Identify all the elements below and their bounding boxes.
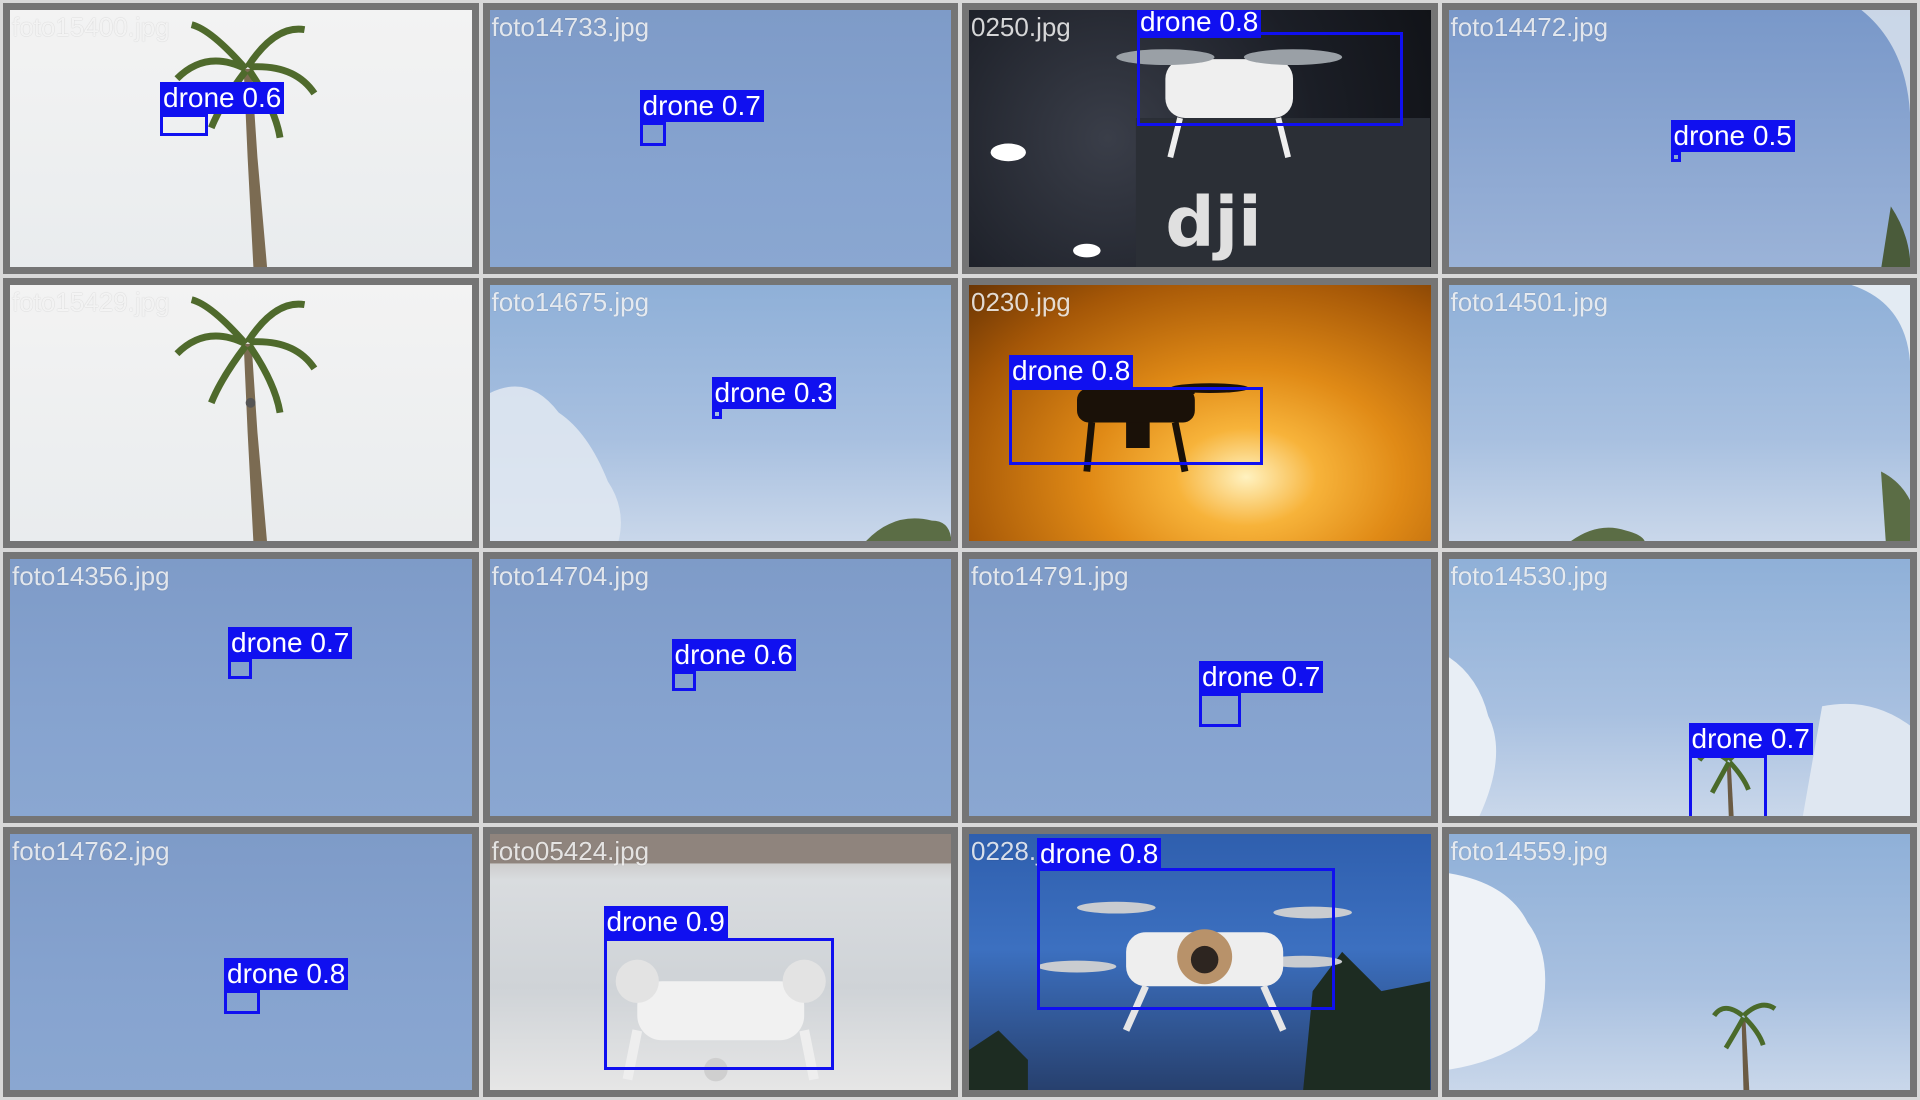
detection-box (1688, 755, 1767, 816)
image-tile: foto14791.jpg drone 0.7 (962, 552, 1438, 823)
detection-box (603, 937, 834, 1070)
detection-label: drone 0.7 (228, 627, 353, 659)
palm-tree-icon (174, 21, 318, 267)
image-filename: foto14762.jpg (12, 835, 170, 866)
image-tile: 0230.jpg drone 0.8 (962, 277, 1438, 548)
detection-label: drone 0.6 (160, 82, 285, 114)
scene-background (489, 10, 951, 267)
image-filename: 0230.jpg (971, 286, 1071, 317)
image-filename: foto05424.jpg (491, 835, 650, 866)
svg-text:dji: dji (1165, 183, 1261, 263)
image-tile: foto14472.jpg drone 0.5 (1441, 3, 1917, 274)
palm-tree-icon (1448, 657, 1910, 816)
scene-background (1448, 284, 1910, 541)
detection-label: drone 0.8 (1137, 9, 1262, 38)
scene-background (489, 559, 951, 816)
drone-icon (969, 901, 1431, 1091)
scene-background (969, 284, 1431, 541)
detection-label: drone 0.5 (1670, 120, 1795, 152)
detection-label: drone 0.7 (1688, 723, 1813, 755)
detection-label: drone 0.7 (1199, 661, 1324, 693)
image-filename: foto14356.jpg (12, 561, 170, 591)
detection-label: drone 0.9 (603, 905, 728, 938)
cloud-shape (489, 386, 951, 542)
detection-box (1670, 152, 1681, 162)
image-tile: foto14704.jpg drone 0.6 (482, 552, 958, 823)
image-filename: foto15429.jpg (12, 286, 170, 317)
image-tile: foto14530.jpg drone 0.7 (1441, 552, 1917, 823)
detection-label: drone 0.7 (639, 90, 764, 122)
detection-box (639, 122, 666, 146)
drone-icon: dji (990, 49, 1431, 267)
detection-box (1199, 693, 1241, 727)
image-tile: foto14501.jpg (1441, 277, 1917, 548)
image-filename: foto14472.jpg (1450, 12, 1609, 42)
image-tile: 0228.jpg drone 0.8 (962, 826, 1438, 1097)
image-tile: foto15400.jpg drone 0.6 (3, 3, 479, 274)
image-tile: foto15429.jpg (3, 277, 479, 548)
image-filename: foto14704.jpg (491, 561, 650, 591)
image-tile: foto14762.jpg drone 0.8 (3, 826, 479, 1097)
scene-background (489, 833, 951, 1090)
scene-background (10, 10, 472, 267)
detection-box (160, 114, 208, 136)
detection-box (224, 989, 260, 1014)
palm-tree-icon (1448, 872, 1776, 1091)
drone-icon (489, 833, 951, 1081)
detection-label: drone 0.8 (1009, 354, 1134, 387)
image-filename: foto15400.jpg (12, 12, 170, 42)
image-filename: foto14791.jpg (971, 561, 1129, 591)
image-filename: foto14530.jpg (1450, 561, 1609, 591)
image-filename: foto14501.jpg (1450, 286, 1609, 317)
detection-label: drone 0.8 (224, 957, 349, 990)
detection-box (1009, 386, 1263, 465)
palm-tree-icon (174, 295, 318, 542)
detection-label: drone 0.6 (671, 639, 796, 671)
detection-box (1137, 32, 1403, 126)
image-tile: foto14733.jpg drone 0.7 (482, 3, 958, 274)
image-tile: foto14559.jpg (1441, 826, 1917, 1097)
detection-label: drone 0.3 (711, 376, 836, 409)
scene-background (10, 559, 472, 816)
image-tile: foto14356.jpg drone 0.7 (3, 552, 479, 823)
detection-box (1037, 867, 1335, 1010)
image-tile: foto05424.jpg drone 0.9 (482, 826, 958, 1097)
detection-box (711, 408, 722, 419)
image-tile: dji 0250.jpg drone 0.8 (962, 3, 1438, 274)
detection-box (671, 671, 696, 691)
image-tile: foto14675.jpg drone 0.3 (482, 277, 958, 548)
cloud-shape (1860, 10, 1910, 267)
detection-box (228, 659, 252, 679)
scene-background (10, 284, 472, 541)
image-filename: foto14675.jpg (491, 286, 650, 317)
drone-icon (1077, 382, 1249, 472)
image-filename: foto14733.jpg (491, 12, 650, 42)
image-filename: foto14559.jpg (1450, 835, 1609, 866)
detection-label: drone 0.8 (1037, 837, 1162, 870)
image-filename: 0250.jpg (971, 12, 1071, 42)
cloud-shape (1569, 284, 1910, 542)
